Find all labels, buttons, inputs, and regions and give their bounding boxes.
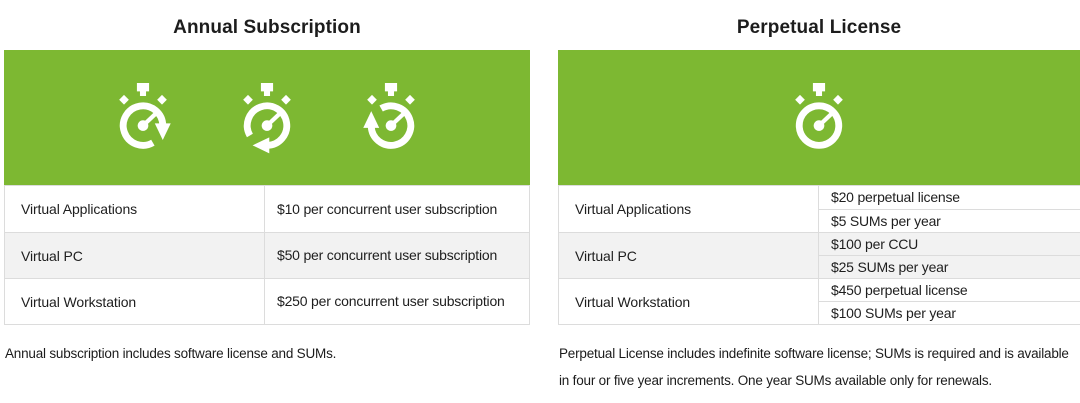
stopwatch-refresh-right-icon (105, 80, 181, 156)
table-row: Virtual Applications $20 perpetual licen… (559, 186, 1080, 232)
table-row: Virtual Applications $10 per concurrent … (5, 186, 529, 232)
row-value: $100 SUMs per year (819, 301, 1080, 324)
stopwatch-refresh-left-icon (353, 80, 429, 156)
row-value: $5 SUMs per year (819, 208, 1080, 233)
perpetual-footnote: Perpetual License includes indefinite so… (559, 346, 1069, 388)
row-label: Virtual Workstation (559, 279, 819, 324)
row-value: $100 per CCU (831, 236, 919, 252)
row-value: $20 perpetual license (831, 189, 960, 206)
row-label: Virtual PC (559, 233, 819, 278)
perpetual-pricing-grid: Virtual Applications $20 perpetual licen… (558, 185, 1080, 325)
row-value: $250 per concurrent user subscription (277, 293, 505, 310)
row-value: $450 perpetual license (831, 282, 968, 298)
table-row: Virtual PC $50 per concurrent user subsc… (5, 232, 529, 278)
annual-subscription-title: Annual Subscription (173, 16, 361, 38)
perpetual-license-table: Perpetual License Virtual Applications (558, 0, 1080, 394)
row-value: $25 SUMs per year (819, 255, 1080, 278)
stopwatch-icon (781, 80, 857, 156)
row-label: Virtual Applications (5, 186, 265, 232)
annual-subscription-table: Annual Subscription (4, 0, 530, 367)
annual-pricing-grid: Virtual Applications $10 per concurrent … (4, 185, 530, 325)
table-row: Virtual Workstation $450 perpetual licen… (559, 278, 1080, 324)
table-row: Virtual PC $100 per CCU $25 SUMs per yea… (559, 232, 1080, 278)
annual-footnote: Annual subscription includes software li… (5, 346, 337, 361)
annual-header-banner (4, 50, 530, 185)
table-row: Virtual Workstation $250 per concurrent … (5, 278, 529, 324)
perpetual-license-title: Perpetual License (736, 16, 902, 38)
row-label: Virtual Applications (559, 186, 819, 232)
row-values: $100 per CCU $25 SUMs per year (819, 233, 1080, 278)
row-label: Virtual Workstation (5, 279, 265, 324)
row-values: $450 perpetual license $100 SUMs per yea… (819, 279, 1080, 324)
row-values: $20 perpetual license $5 SUMs per year (819, 186, 1080, 232)
perpetual-header-banner (558, 50, 1080, 185)
row-label: Virtual PC (5, 233, 265, 278)
row-value: $50 per concurrent user subscription (277, 247, 498, 264)
row-value: $10 per concurrent user subscription (277, 200, 498, 217)
stopwatch-refresh-down-icon (229, 80, 305, 156)
